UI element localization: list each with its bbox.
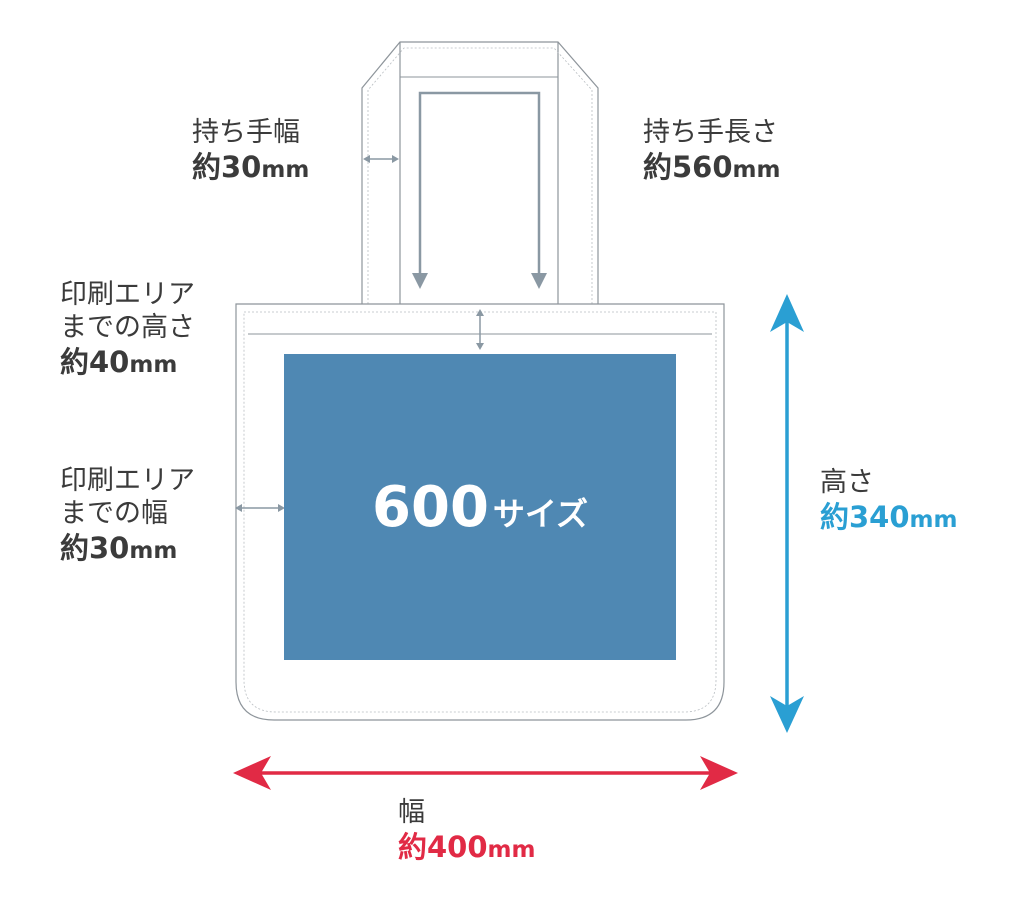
height-arrowhead-down bbox=[770, 696, 804, 733]
handle-width-value-line: 約30mm bbox=[192, 150, 309, 185]
print-size-suffix: サイズ bbox=[492, 495, 588, 533]
print-area bbox=[284, 354, 676, 660]
width-caption: 幅 bbox=[398, 797, 425, 828]
print-top-label: 印刷エリア までの高さ 約40mm bbox=[60, 279, 195, 380]
print-side-caption-1: 印刷エリア bbox=[60, 465, 195, 496]
handle-width-arrowhead-left bbox=[363, 155, 370, 163]
print-side-arrowhead-left bbox=[235, 504, 242, 512]
print-top-caption-1: 印刷エリア bbox=[60, 279, 195, 310]
print-top-arrowhead-up bbox=[476, 309, 484, 316]
height-label: 高さ 約340mm bbox=[820, 467, 957, 535]
handle-length-value-line: 約560mm bbox=[643, 150, 780, 185]
print-side-arrowhead-right bbox=[278, 504, 285, 512]
handle-width-unit: mm bbox=[261, 156, 310, 183]
print-area-label: 600 サイズ bbox=[284, 354, 676, 660]
height-caption: 高さ bbox=[820, 467, 874, 498]
print-side-value: 約30 bbox=[60, 530, 130, 565]
print-size-number: 600 bbox=[372, 474, 489, 540]
width-unit: mm bbox=[487, 836, 536, 863]
height-value: 約340 bbox=[820, 499, 910, 534]
handle-length-guide bbox=[418, 91, 541, 285]
width-value: 約400 bbox=[398, 829, 488, 864]
print-area-label-box: 600 サイズ bbox=[284, 354, 676, 660]
print-top-arrowhead-down bbox=[476, 343, 484, 350]
print-top-caption-2: までの高さ bbox=[60, 311, 195, 343]
width-arrowhead-left bbox=[233, 756, 271, 790]
bag-body-stitch bbox=[243, 311, 717, 713]
width-value-line: 約400mm bbox=[398, 830, 535, 865]
print-side-label: 印刷エリア までの幅 約30mm bbox=[60, 465, 195, 566]
handle-length-caption: 持ち手長さ bbox=[643, 117, 778, 148]
handle-stitch bbox=[367, 47, 593, 304]
handle-length-unit: mm bbox=[732, 156, 781, 183]
handle-inner-line bbox=[399, 42, 559, 304]
handle-length-arrowhead-right bbox=[531, 273, 547, 289]
print-top-value-line: 約40mm bbox=[60, 345, 195, 380]
handle-width-caption: 持ち手幅 bbox=[192, 117, 300, 148]
handle-width-arrowhead-right bbox=[392, 155, 399, 163]
print-side-value-line: 約30mm bbox=[60, 531, 195, 566]
height-unit: mm bbox=[909, 506, 958, 533]
handle-length-label: 持ち手長さ 約560mm bbox=[643, 117, 780, 185]
handle-outline bbox=[361, 41, 599, 304]
print-top-unit: mm bbox=[129, 351, 178, 378]
handle-length-arrowhead-left bbox=[412, 273, 428, 289]
width-label: 幅 約400mm bbox=[398, 797, 535, 865]
print-top-value: 約40 bbox=[60, 344, 130, 379]
handle-length-value: 約560 bbox=[643, 149, 733, 184]
print-side-caption-2: までの幅 bbox=[60, 497, 168, 529]
height-arrowhead-up bbox=[770, 294, 804, 332]
height-value-line: 約340mm bbox=[820, 500, 957, 535]
handle-width-value: 約30 bbox=[192, 149, 262, 184]
print-side-unit: mm bbox=[129, 537, 178, 564]
width-arrowhead-right bbox=[700, 756, 738, 790]
handle-width-label: 持ち手幅 約30mm bbox=[192, 117, 309, 185]
